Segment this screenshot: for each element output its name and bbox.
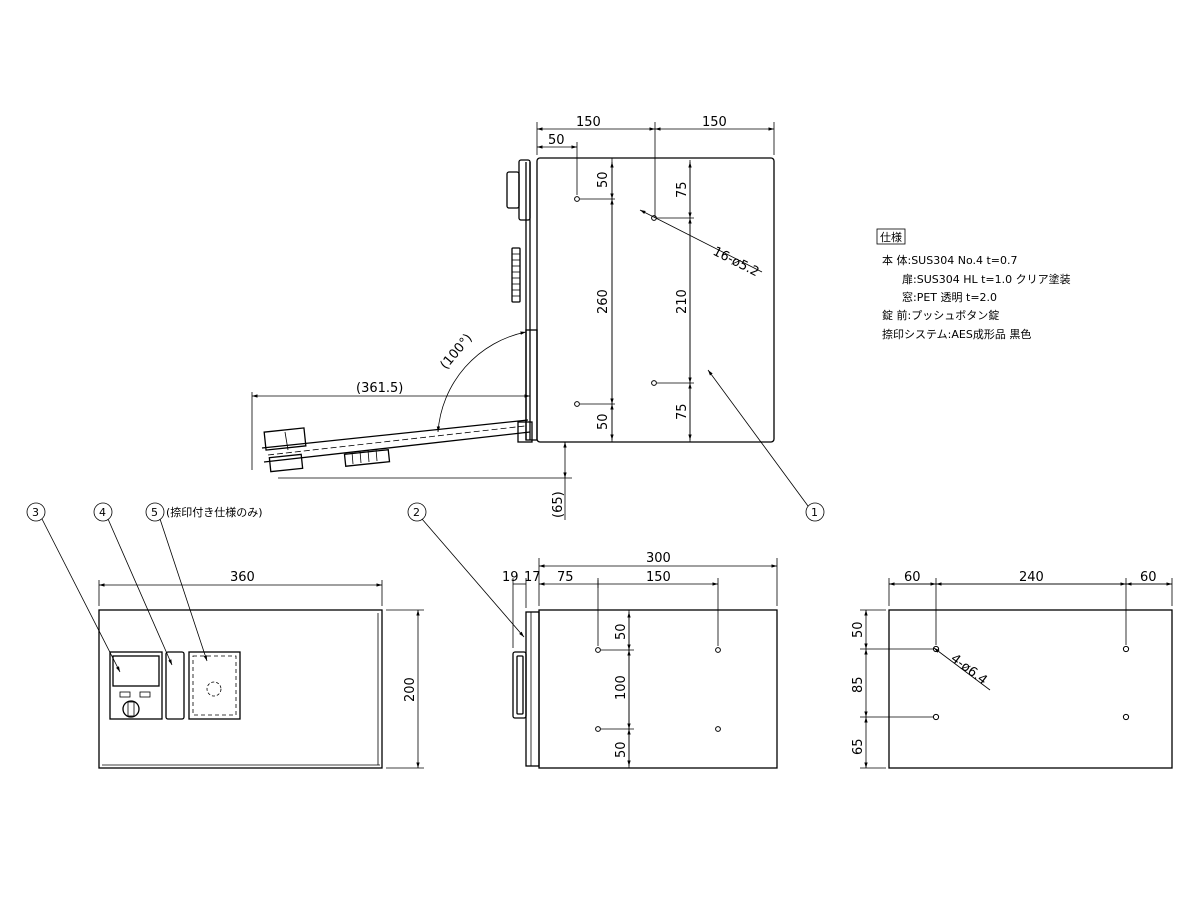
balloon-5-note: (捺印付き仕様のみ) <box>166 505 263 519</box>
side-dim-19: 19 <box>502 570 519 585</box>
top-holes-label: 16-ø5.2 <box>710 244 761 280</box>
top-dim-150b: 150 <box>702 115 727 130</box>
top-dim-150a: 150 <box>576 115 601 130</box>
side-dim-75: 75 <box>557 570 574 585</box>
side-view-body <box>538 609 778 769</box>
balloons: 1 3 4 5 (捺印付き仕様のみ) 2 <box>26 502 825 673</box>
spec-block: 仕様 本 体:SUS304 No.4 t=0.7 扉:SUS304 HL t=1… <box>876 228 1071 341</box>
front-dim-200: 200 <box>403 677 418 702</box>
spec-line-5: 捺印システム:AES成形品 黒色 <box>882 327 1031 341</box>
back-dim-60a: 60 <box>904 570 921 585</box>
side-dim-50b: 50 <box>614 741 629 758</box>
back-view: 60 240 60 50 85 65 4-ø6.4 <box>851 570 1173 769</box>
side-dim-100: 100 <box>614 675 629 700</box>
top-view-body <box>536 157 775 443</box>
balloon-2: 2 <box>413 506 420 519</box>
top-dim-50-v1: 50 <box>596 171 611 188</box>
balloon-4: 4 <box>99 506 106 519</box>
side-dim-50a: 50 <box>614 623 629 640</box>
top-dim-260: 260 <box>596 289 611 314</box>
back-dim-85: 85 <box>851 676 866 693</box>
back-dim-240: 240 <box>1019 570 1044 585</box>
spec-line-1: 本 体:SUS304 No.4 t=0.7 <box>882 253 1018 267</box>
top-dim-50-v2: 50 <box>596 413 611 430</box>
balloon-5: 5 <box>151 506 158 519</box>
side-dim-300: 300 <box>646 551 671 566</box>
top-dim-50: 50 <box>548 133 565 148</box>
back-dim-60b: 60 <box>1140 570 1157 585</box>
balloon-1: 1 <box>811 506 818 519</box>
back-dim-65: 65 <box>851 738 866 755</box>
top-dim-75a: 75 <box>675 181 690 198</box>
front-dim-360: 360 <box>230 570 255 585</box>
top-drop-label: (65) <box>551 491 566 518</box>
front-view: 360 200 <box>98 570 424 769</box>
spec-line-2: 扉:SUS304 HL t=1.0 クリア塗装 <box>902 272 1071 286</box>
top-view: 150 150 50 50 260 50 75 210 75 16-ø5.2 (… <box>251 115 809 520</box>
top-angle-label: (100°) <box>438 331 476 372</box>
spec-line-3: 窓:PET 透明 t=2.0 <box>902 290 997 304</box>
back-holes-label: 4-ø6.4 <box>948 651 990 688</box>
spec-title: 仕様 <box>880 230 902 244</box>
side-dim-17: 17 <box>524 570 541 585</box>
side-view: 300 19 17 75 150 50 100 50 <box>502 551 778 769</box>
side-dim-150: 150 <box>646 570 671 585</box>
back-dim-50: 50 <box>851 621 866 638</box>
spec-line-4: 錠 前:プッシュボタン錠 <box>882 308 999 322</box>
back-view-body <box>888 609 1173 769</box>
front-view-body <box>98 609 383 769</box>
top-dim-75b: 75 <box>675 403 690 420</box>
top-dim-210: 210 <box>675 289 690 314</box>
top-reach-label: (361.5) <box>356 381 403 396</box>
balloon-3: 3 <box>32 506 39 519</box>
